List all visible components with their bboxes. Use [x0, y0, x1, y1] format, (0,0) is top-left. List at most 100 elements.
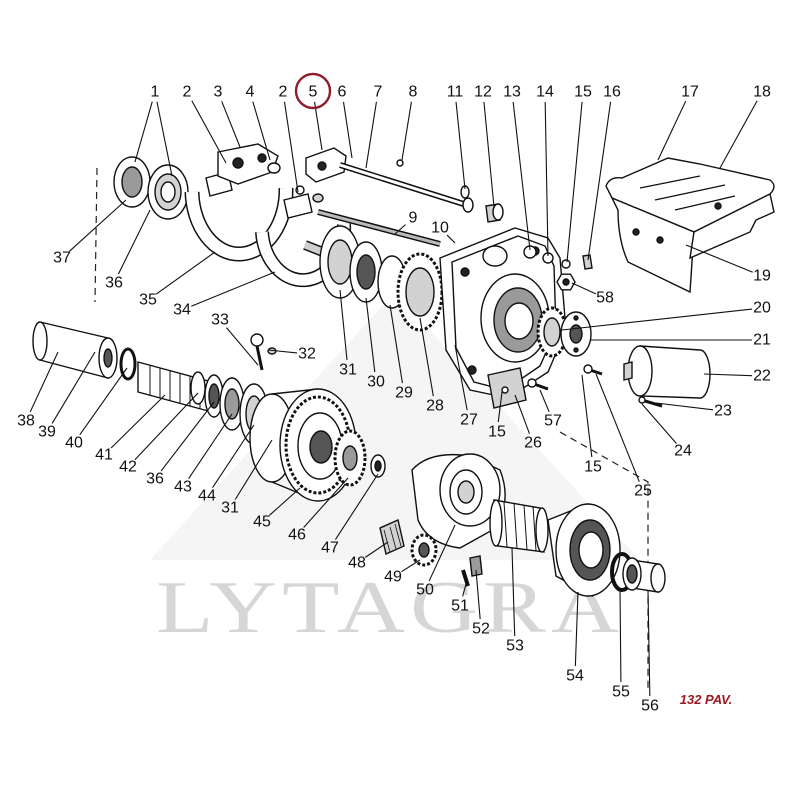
- leader-line: [283, 101, 299, 193]
- watermark: LYTAGRA: [150, 292, 640, 649]
- callout-1: 1: [151, 84, 160, 101]
- callout-45: 45: [253, 514, 271, 531]
- callout-36: 36: [146, 471, 164, 488]
- callout-55: 55: [612, 684, 630, 701]
- leader-line: [587, 101, 612, 261]
- small-parts-8-11-12: [396, 159, 504, 223]
- leader-line: [401, 101, 412, 161]
- callout-42: 42: [119, 459, 137, 476]
- ring-55-bush-56: [610, 552, 666, 593]
- leader-line: [561, 308, 753, 331]
- leader-line: [29, 351, 59, 413]
- leader-line: [454, 344, 468, 411]
- callout-37: 37: [53, 250, 71, 267]
- callout-23: 23: [714, 403, 732, 420]
- leader-line: [514, 394, 531, 434]
- callout-58: 58: [596, 290, 614, 307]
- leader-line: [446, 234, 456, 244]
- leader-line: [574, 591, 579, 667]
- leader-line: [655, 402, 714, 411]
- leader-line: [156, 101, 173, 177]
- leader-line: [419, 317, 434, 397]
- leader-lines: [29, 100, 758, 697]
- callout-34: 34: [173, 302, 191, 319]
- leader-line: [539, 389, 550, 412]
- bearing-1: [113, 156, 189, 220]
- callout-48: 48: [348, 555, 366, 572]
- gear-46-washer-47: [333, 429, 386, 487]
- callout-3: 3: [214, 84, 223, 101]
- leader-line: [401, 559, 421, 573]
- leader-line: [703, 373, 753, 377]
- callout-19: 19: [753, 268, 771, 285]
- lever-5-6: [295, 147, 347, 203]
- bearing-gear-cluster-28-31: [303, 225, 447, 332]
- leader-line: [155, 251, 216, 295]
- leader-line: [511, 547, 516, 637]
- guide-lines: [94, 167, 649, 690]
- callout-47: 47: [321, 540, 339, 557]
- leader-line: [226, 327, 259, 366]
- leader-line: [571, 282, 597, 295]
- drum-gear-45: [249, 388, 357, 502]
- callout-18: 18: [753, 84, 771, 101]
- leader-line: [334, 473, 379, 540]
- rod-9: [317, 209, 441, 247]
- highlight-circle: [294, 72, 332, 110]
- callout-27: 27: [460, 412, 478, 429]
- callout-7: 7: [374, 84, 383, 101]
- callout-12: 12: [474, 84, 492, 101]
- pin-51-key-52: [461, 555, 483, 587]
- callout-54: 54: [566, 668, 584, 685]
- callout-53: 53: [506, 638, 524, 655]
- leader-line: [657, 100, 687, 161]
- shield-cover-17-19: [605, 157, 775, 294]
- callout-44: 44: [198, 488, 216, 505]
- callout-11: 11: [447, 84, 464, 101]
- leader-line: [428, 524, 456, 582]
- drum-54: [547, 502, 621, 598]
- callout-5: 5: [309, 84, 318, 101]
- small-parts-13-16-58: [523, 245, 593, 291]
- leader-line: [475, 569, 481, 620]
- callout-33: 33: [211, 312, 229, 329]
- leader-line: [188, 413, 233, 480]
- callout-24: 24: [674, 443, 692, 460]
- leader-line: [566, 101, 583, 263]
- leader-line: [364, 541, 389, 558]
- leader-line: [234, 439, 273, 500]
- leader-line: [303, 477, 349, 528]
- callout-4: 4: [246, 84, 255, 101]
- ball-joint-32-33: [250, 333, 277, 371]
- highlight-marker: [294, 72, 332, 110]
- callout-26: 26: [524, 435, 542, 452]
- leader-line: [69, 199, 127, 252]
- gear-flange-20-21: [536, 306, 592, 358]
- callout-16: 16: [603, 84, 621, 101]
- leader-line: [134, 392, 199, 461]
- callout-39: 39: [38, 424, 56, 441]
- callout-41: 41: [95, 447, 113, 464]
- rod-7: [339, 162, 474, 213]
- callout-49: 49: [384, 569, 402, 586]
- callout-28: 28: [426, 398, 444, 415]
- leader-line: [685, 244, 753, 273]
- callout-2: 2: [279, 84, 288, 101]
- leader-line: [160, 401, 215, 472]
- leader-line: [641, 403, 677, 444]
- watermark-text: LYTAGRA: [156, 567, 624, 649]
- leader-line: [497, 391, 503, 423]
- leader-line: [252, 101, 271, 161]
- callout-52: 52: [472, 621, 490, 638]
- callout-22: 22: [753, 368, 771, 385]
- leader-line: [110, 394, 166, 449]
- callout-51: 51: [451, 598, 469, 615]
- callout-56: 56: [641, 698, 659, 715]
- leader-line: [619, 587, 622, 683]
- figure-label: 132 PAV.: [680, 692, 733, 707]
- callout-46: 46: [288, 527, 306, 544]
- watermark-logo: [150, 292, 640, 560]
- callout-57: 57: [544, 413, 562, 430]
- leader-line: [313, 101, 323, 151]
